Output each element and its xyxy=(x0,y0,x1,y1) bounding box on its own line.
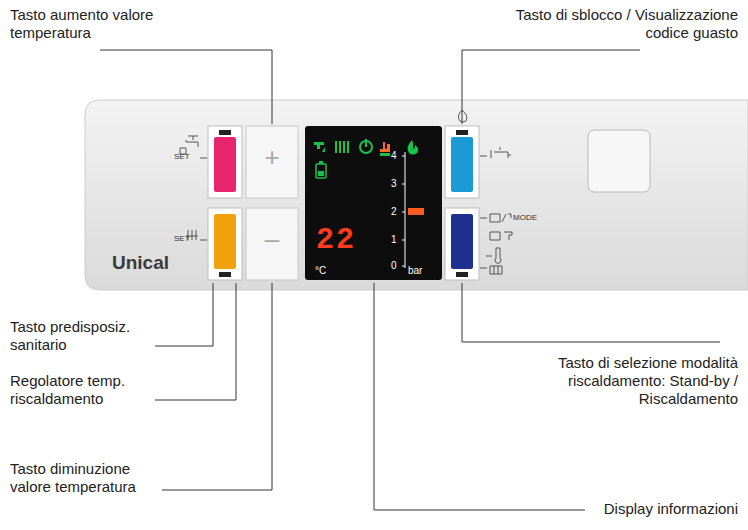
heating-button xyxy=(214,214,236,269)
panel-icons xyxy=(480,147,512,274)
plus-button xyxy=(246,126,298,198)
scale-number: 3 xyxy=(391,178,401,190)
button-cap xyxy=(219,130,231,135)
panel-icons xyxy=(180,136,207,240)
lcd-digits: 22 xyxy=(316,222,386,258)
callout-text: Regolatore temp. riscaldamento xyxy=(10,372,150,408)
scale-number: 1 xyxy=(391,234,401,246)
button-cap xyxy=(456,130,468,135)
leader-line xyxy=(100,50,272,124)
button-frame xyxy=(208,208,242,280)
callout-text: Tasto predisposiz. sanitario xyxy=(10,318,150,354)
panel-mark: SET xyxy=(174,152,194,162)
scale-number: 2 xyxy=(391,206,401,218)
leader-line xyxy=(462,283,720,342)
dhw-button xyxy=(214,137,236,192)
minus-button xyxy=(246,208,298,280)
lcd-unit: bar xyxy=(408,265,432,277)
lcd-display xyxy=(305,126,442,280)
callout-text: Tasto diminuzione valore temperatura xyxy=(10,460,155,496)
scale-number: 4 xyxy=(391,150,401,162)
panel-body xyxy=(85,100,748,290)
lcd-unit: °C xyxy=(315,265,335,277)
panel-mark: SET xyxy=(174,234,194,244)
pressure-scale xyxy=(402,152,424,268)
flame-icon xyxy=(458,110,467,122)
button-frame xyxy=(208,126,242,198)
button-symbol: – xyxy=(246,224,298,255)
leader-line xyxy=(374,283,585,510)
leader-lines xyxy=(100,50,720,510)
reset-button xyxy=(451,137,473,192)
callout-text: Display informazioni xyxy=(578,500,738,518)
button-cap xyxy=(219,272,231,277)
leader-line xyxy=(162,283,272,490)
brand-logo: Unical xyxy=(112,252,192,275)
lcd-icons xyxy=(314,139,418,178)
leader-line xyxy=(462,50,640,124)
button-cap xyxy=(456,272,468,277)
leader-line xyxy=(155,283,213,346)
scale-number: 0 xyxy=(391,260,401,272)
button-frame xyxy=(445,126,479,198)
button-frame xyxy=(445,208,479,280)
mode-button xyxy=(451,214,473,269)
callout-text: Tasto di selezione modalità riscaldament… xyxy=(533,354,738,408)
callout-text: Tasto aumento valore temperatura xyxy=(10,6,175,42)
callout-text: Tasto di sblocco / Visualizzazione codic… xyxy=(483,6,738,42)
leader-line xyxy=(155,283,236,400)
square-button xyxy=(588,130,650,192)
panel-mark: MODE xyxy=(513,213,543,223)
button-symbol: + xyxy=(246,142,298,173)
